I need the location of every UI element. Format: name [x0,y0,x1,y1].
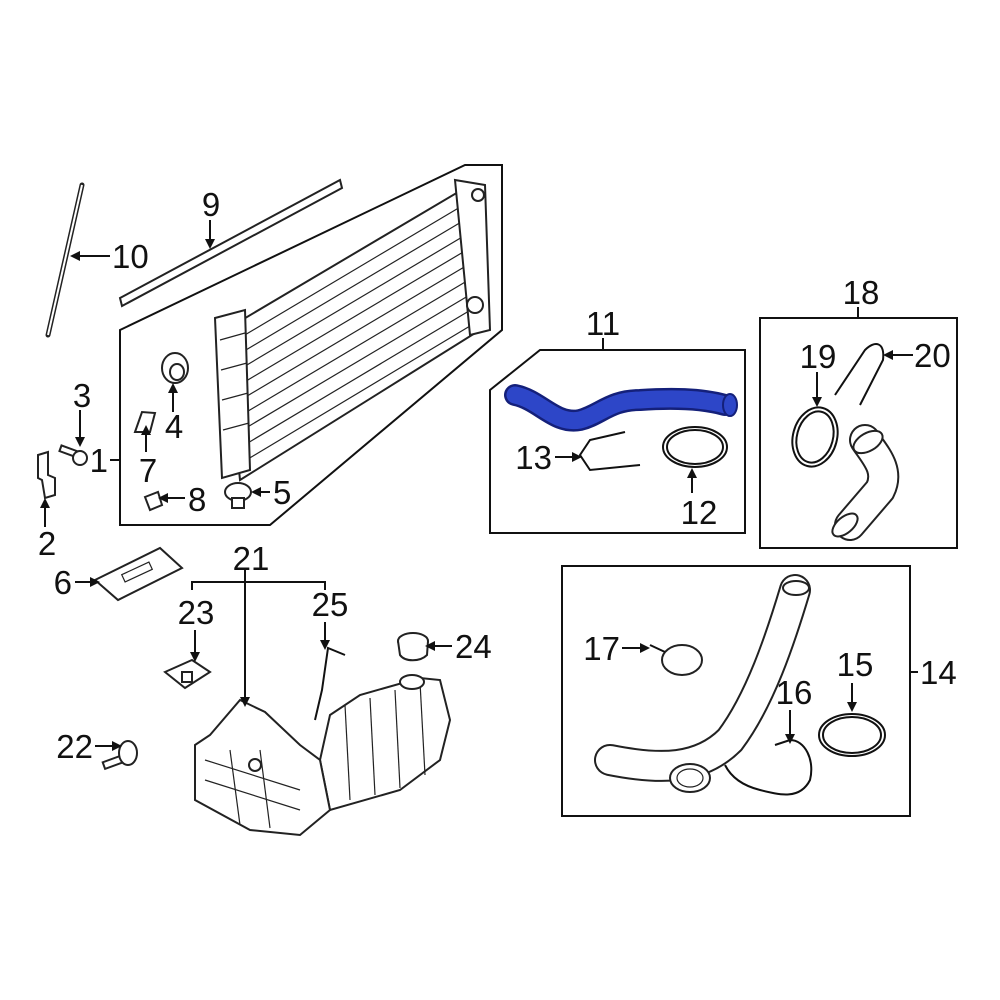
callout-13: 13 [515,439,552,476]
callout-24: 24 [455,628,492,665]
callout-15: 15 [837,646,874,683]
callout-labels: 1 2 3 4 5 6 7 8 9 10 11 12 13 14 15 16 1… [38,186,957,765]
radiator-core [213,178,492,482]
part-23-clip [163,658,212,690]
callout-19: 19 [800,338,837,375]
part-12-oring [662,426,728,468]
part-22-bolt [101,740,138,771]
part-2-bracket [37,450,56,500]
callout-4: 4 [165,408,183,445]
part-3-bolt [58,444,88,466]
part-16-clip [724,738,813,796]
callout-9: 9 [202,186,220,223]
pipe-kit-box [561,565,911,817]
part-17-clamp [649,644,703,676]
callout-12: 12 [681,494,718,531]
part-24-cap [397,632,429,662]
part-19-oring [791,406,839,468]
radiator-group-outline [119,164,503,526]
hose-kit-box [489,349,746,534]
part-8-plug [143,490,164,512]
part-13-clamp [578,431,641,472]
callout-16: 16 [776,674,813,711]
callout-2: 2 [38,525,56,562]
part-4-fitting [161,352,189,384]
callout-3: 3 [73,377,91,414]
part-9-seal [118,178,344,308]
part-6-plate [93,546,184,602]
callout-1: 1 [90,442,108,479]
callout-7: 7 [139,452,157,489]
part-5-cap [224,482,252,509]
callout-10: 10 [112,238,149,275]
callout-23: 23 [178,594,215,631]
part-15-oring [818,713,886,757]
part-25-rod [314,646,346,721]
callout-20: 20 [914,337,951,374]
part-20-clip [834,343,885,406]
callout-21: 21 [233,540,270,577]
radiator-group [119,164,503,526]
reservoir-group [191,581,452,837]
callout-6: 6 [54,564,72,601]
callout-17: 17 [583,630,620,667]
callout-22: 22 [56,728,93,765]
callout-18: 18 [843,274,880,311]
callout-14: 14 [920,654,957,691]
coolant-tube [831,424,900,541]
callout-25: 25 [312,586,349,623]
leader-lines [40,220,918,751]
callout-8: 8 [188,481,206,518]
tube-kit-box [759,317,958,549]
coolant-reservoir [318,676,452,812]
callout-5: 5 [273,474,291,511]
callout-11: 11 [586,305,620,342]
